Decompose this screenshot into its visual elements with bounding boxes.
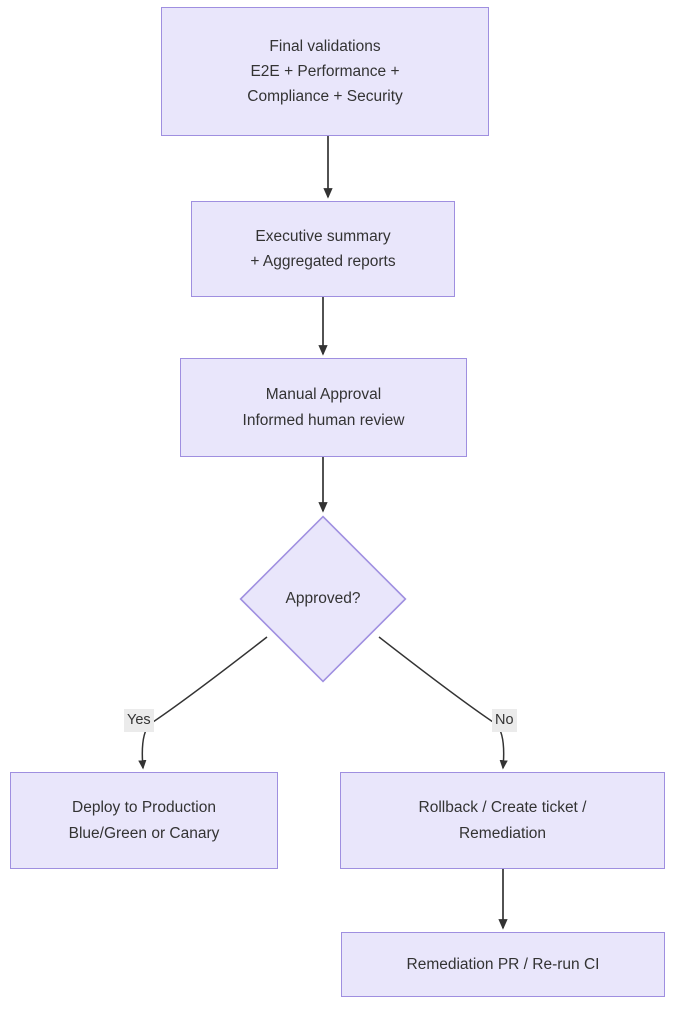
node-approved-decision[interactable]: Approved? <box>239 515 407 683</box>
node-final-validations[interactable]: Final validations E2E + Performance + Co… <box>161 7 489 136</box>
node-line: Manual Approval <box>265 386 382 404</box>
diamond-shape <box>239 515 407 683</box>
edge-label-no: No <box>492 709 517 732</box>
node-line: Deploy to Production <box>72 799 216 817</box>
node-line: Remediation PR / Re-run CI <box>406 955 600 973</box>
node-line: + Aggregated reports <box>250 253 396 270</box>
node-line: Compliance + Security <box>247 88 403 106</box>
node-remediation-pr[interactable]: Remediation PR / Re-run CI <box>341 932 665 997</box>
edge-label-yes: Yes <box>124 709 154 732</box>
node-line: E2E + Performance + <box>250 62 400 80</box>
node-approved-decision-label: Approved? <box>285 589 361 607</box>
node-deploy-production[interactable]: Deploy to Production Blue/Green or Canar… <box>10 772 278 869</box>
node-line: Rollback / Create ticket / <box>418 799 587 817</box>
node-manual-approval[interactable]: Manual Approval Informed human review <box>180 358 467 457</box>
node-line: Informed human review <box>242 411 405 429</box>
node-executive-summary[interactable]: Executive summary + Aggregated reports <box>191 201 455 297</box>
node-line: Blue/Green or Canary <box>68 824 220 842</box>
node-line: Final validations <box>269 37 381 55</box>
node-line: Executive summary <box>255 227 391 245</box>
node-rollback-ticket[interactable]: Rollback / Create ticket / Remediation <box>340 772 665 869</box>
node-line: Remediation <box>458 824 547 842</box>
